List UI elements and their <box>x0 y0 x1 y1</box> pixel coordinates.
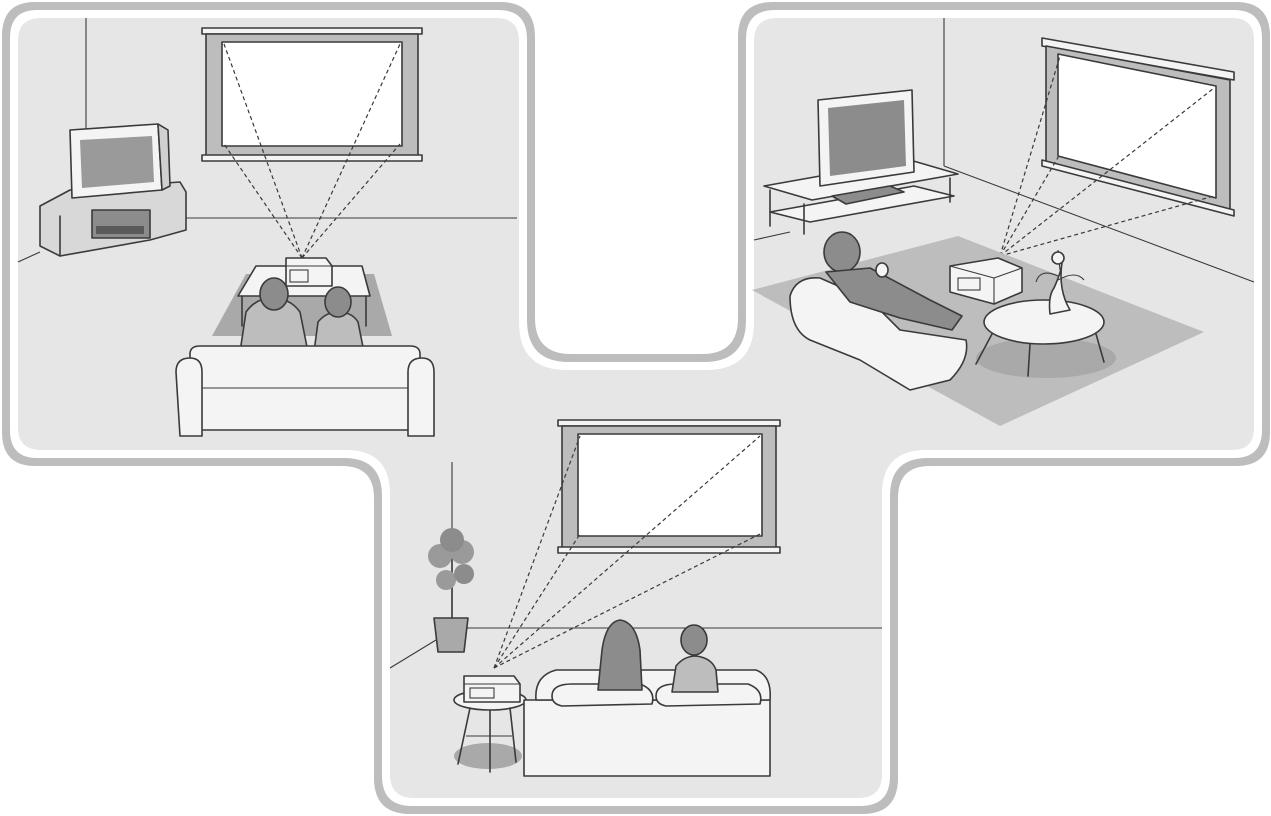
projection-screen-left <box>202 28 422 161</box>
table-shadow-bottom <box>454 743 522 769</box>
projector-left <box>286 258 332 286</box>
projector-bottom <box>464 676 520 702</box>
projection-screen-bottom <box>558 420 780 553</box>
sofa-left <box>176 346 434 436</box>
sofa-bottom <box>524 670 770 776</box>
